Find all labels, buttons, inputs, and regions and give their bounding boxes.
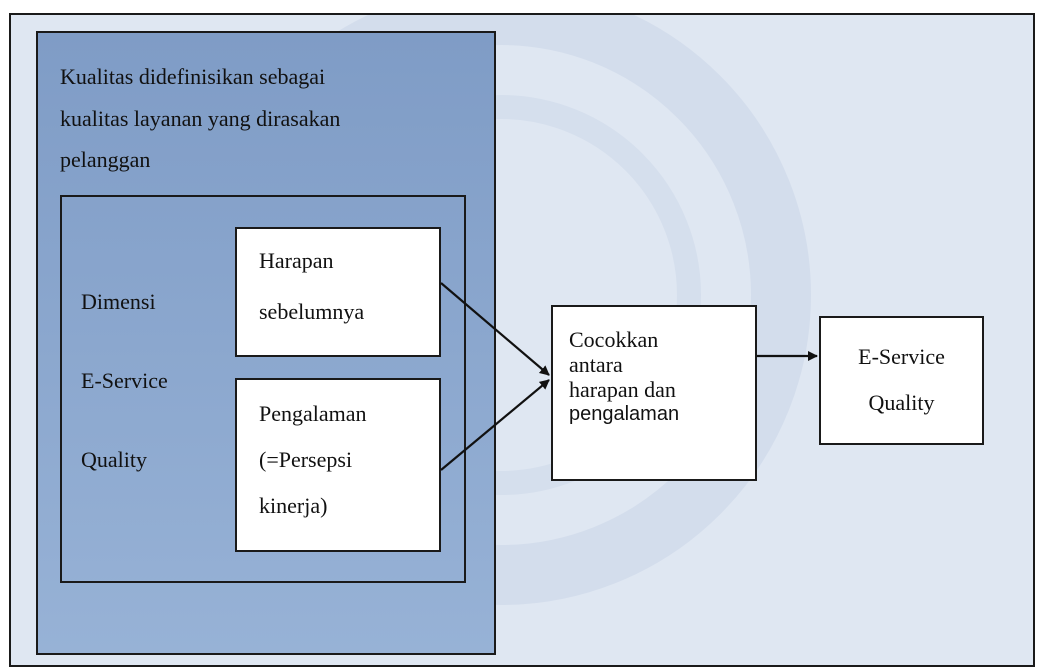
experience-line-2: (=Persepsi [259, 447, 353, 472]
definition-line-2: kualitas layanan yang dirasakan [60, 105, 341, 131]
eservice-line-2: Quality [868, 390, 935, 415]
experience-line-3: kinerja) [259, 493, 328, 518]
match-line-2: antara [569, 352, 623, 377]
eservice-quality-box: E-Service Quality [819, 316, 984, 445]
expectation-box: Harapan sebelumnya [235, 227, 441, 357]
match-line-3: harapan dan [569, 377, 676, 402]
expectation-line-1: Harapan [259, 248, 334, 273]
eservice-line-1: E-Service [858, 344, 945, 369]
experience-line-1: Pengalaman [259, 401, 367, 426]
definition-line-1: Kualitas didefinisikan sebagai [60, 64, 326, 89]
quality-definition-text: Kualitas didefinisikan sebagai kualitas … [60, 56, 480, 181]
dimension-line-2: E-Service [81, 368, 168, 393]
match-line-4: pengalaman [569, 403, 680, 425]
match-box: Cocokkan antara harapan dan pengalaman [551, 305, 757, 481]
expectation-line-2: sebelumnya [259, 299, 365, 324]
match-line-1: Cocokkan [569, 327, 659, 352]
experience-box: Pengalaman (=Persepsi kinerja) [235, 378, 441, 552]
definition-line-3: pelanggan [60, 147, 151, 172]
dimension-line-1: Dimensi [81, 289, 156, 314]
dimension-label: Dimensi E-Service Quality [81, 282, 231, 482]
dimension-line-3: Quality [81, 447, 147, 472]
